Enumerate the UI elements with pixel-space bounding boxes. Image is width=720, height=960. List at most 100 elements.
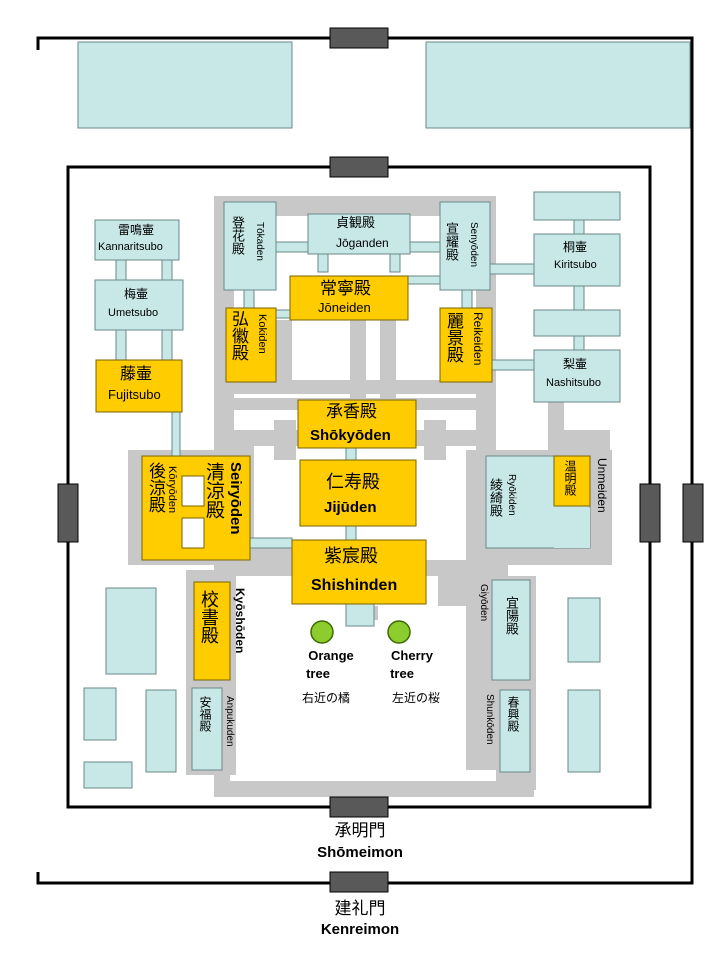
inner-west-gate — [57, 483, 79, 543]
kannaritsubo-jp-label: 雷鳴壷 — [118, 223, 155, 237]
shunkoden-building — [499, 689, 531, 773]
kokiden-en-label: Kokiden — [256, 314, 268, 354]
kannaritsubo-en-label: Kannaritsubo — [98, 241, 163, 253]
cherry-tree-label-line1: Cherry — [391, 648, 433, 663]
kiritsubo-building — [533, 233, 621, 287]
joganden-en-label: Jōganden — [336, 236, 389, 250]
outer-north-gate — [329, 27, 389, 49]
outer-building-east — [425, 41, 691, 129]
shunkoden-en-label: Shunkōden — [484, 694, 495, 745]
nashitsubo-top-building — [533, 191, 621, 221]
koryoden-jp-label: 後涼殿 — [145, 462, 165, 513]
west-small-building-2 — [83, 687, 117, 741]
fujitsubo-jp-label: 藤壷 — [120, 364, 153, 383]
senyoden-building — [439, 201, 491, 291]
unmeiden-jp-label: 温明殿 — [563, 460, 577, 496]
gates — [57, 27, 704, 893]
shomeimon-gate — [329, 796, 389, 818]
kyoshoden-jp-label: 校書殿 — [198, 590, 219, 644]
ryokiden-jp-label: 綾綺殿 — [487, 478, 502, 517]
kiritsubo-en-label: Kiritsubo — [554, 259, 597, 271]
jijuden-en-label: Jijūden — [324, 499, 377, 516]
shokyoden-building — [297, 399, 417, 449]
anpukuden-en-label: Anpukuden — [224, 696, 235, 747]
anpukuden-jp-label: 安福殿 — [198, 696, 212, 732]
kokiden-jp-label: 弘徽殿 — [228, 310, 248, 361]
reikeiden-jp-label: 麗景殿 — [443, 312, 463, 363]
joganden-jp-label: 貞観殿 — [336, 216, 376, 231]
kyoshoden-building — [193, 581, 231, 681]
koryoden-en-label: Kōryōden — [166, 466, 178, 514]
shokyoden-en-label: Shōkyōden — [310, 427, 391, 444]
nashitsubo-en-label: Nashitsubo — [546, 377, 602, 389]
outer-building-west — [77, 41, 293, 129]
fujitsubo-building — [95, 359, 183, 413]
gyoden-jp-label: 宜陽殿 — [503, 596, 518, 635]
nashitsubo-jp-label: 梨壷 — [563, 357, 588, 371]
jijuden-jp-label: 仁寿殿 — [326, 472, 380, 493]
main-buildings — [95, 275, 591, 681]
west-small-building-3 — [145, 689, 177, 773]
west-small-building-4 — [83, 761, 133, 789]
east-small-building-1 — [567, 597, 601, 663]
ryokiden-en-label: Ryōkiden — [506, 474, 517, 516]
seiryoden-court-1 — [181, 475, 205, 507]
tokaden-building — [223, 201, 277, 291]
ryokiden-notch — [554, 508, 590, 548]
kannaritsubo-building — [94, 219, 180, 261]
outer-wall — [36, 36, 694, 885]
kyoshoden-en-label: Kyōshōden — [233, 588, 247, 654]
joneiden-building — [289, 275, 409, 321]
joganden-building — [307, 213, 411, 255]
unmeiden-building — [553, 455, 591, 507]
seiryoden-jp-label: 清涼殿 — [203, 462, 225, 519]
shomeimon-jp-label: 承明門 — [334, 821, 386, 841]
nashitsubo-building — [533, 349, 621, 403]
shishinden-jp-label: 紫宸殿 — [324, 546, 378, 567]
joneiden-jp-label: 常寧殿 — [320, 279, 371, 299]
kenreimon-en-label: Kenreimon — [320, 921, 400, 938]
senyoden-en-label: Senyōden — [468, 222, 479, 268]
umetsubo-en-label: Umetsubo — [108, 307, 159, 319]
senyoden-jp-label: 宣耀殿 — [443, 222, 458, 261]
east-small-building-2 — [567, 689, 601, 773]
shishinden-en-label: Shishinden — [311, 577, 398, 594]
anpukuden-building — [191, 687, 223, 771]
tokaden-jp-label: 登花殿 — [229, 216, 244, 255]
kenreimon-gate — [329, 871, 389, 893]
kokiden-building — [225, 307, 277, 383]
orange-tree-label-line2: tree — [306, 666, 330, 681]
joneiden-en-label: Jōneiden — [318, 300, 371, 315]
seiryoden-court-2 — [181, 517, 205, 549]
inner-east-gate — [639, 483, 661, 543]
fujitsubo-en-label: Fujitsubo — [108, 387, 161, 402]
jijuden-building — [299, 459, 417, 527]
reikeiden-building — [439, 307, 493, 383]
reikeiden-en-label: Reikeiden — [471, 312, 485, 366]
orange-tree-label-line1: Orange — [308, 648, 354, 663]
outer-east-gate — [682, 483, 704, 543]
west-small-building-1 — [105, 587, 157, 675]
shomeimon-en-label: Shōmeimon — [317, 844, 403, 861]
cherry-tree-label-line2: tree — [390, 666, 414, 681]
orange-tree-jp-label: 右近の橘 — [301, 691, 351, 705]
cherry-tree-marker — [387, 620, 411, 644]
seiryoden-en-label: Seiryōden — [227, 462, 244, 535]
nashitsubo-mid-building — [533, 309, 621, 337]
orange-tree-marker — [310, 620, 334, 644]
umetsubo-jp-label: 梅壷 — [124, 287, 149, 301]
shunkoden-jp-label: 春興殿 — [506, 696, 520, 732]
cherry-tree-jp-label: 左近の桜 — [391, 691, 441, 705]
shokyoden-jp-label: 承香殿 — [326, 402, 377, 422]
kiritsubo-jp-label: 桐壷 — [563, 240, 588, 254]
tokaden-en-label: Tōkaden — [254, 222, 265, 261]
kenreimon-jp-label: 建礼門 — [334, 899, 386, 919]
umetsubo-building — [94, 279, 184, 331]
gyoden-en-label: Giyōden — [478, 584, 489, 622]
shishinden-building — [291, 539, 427, 605]
inner-north-gate — [329, 156, 389, 178]
gyoden-building — [491, 579, 531, 681]
unmeiden-en-label: Unmeiden — [595, 458, 609, 513]
